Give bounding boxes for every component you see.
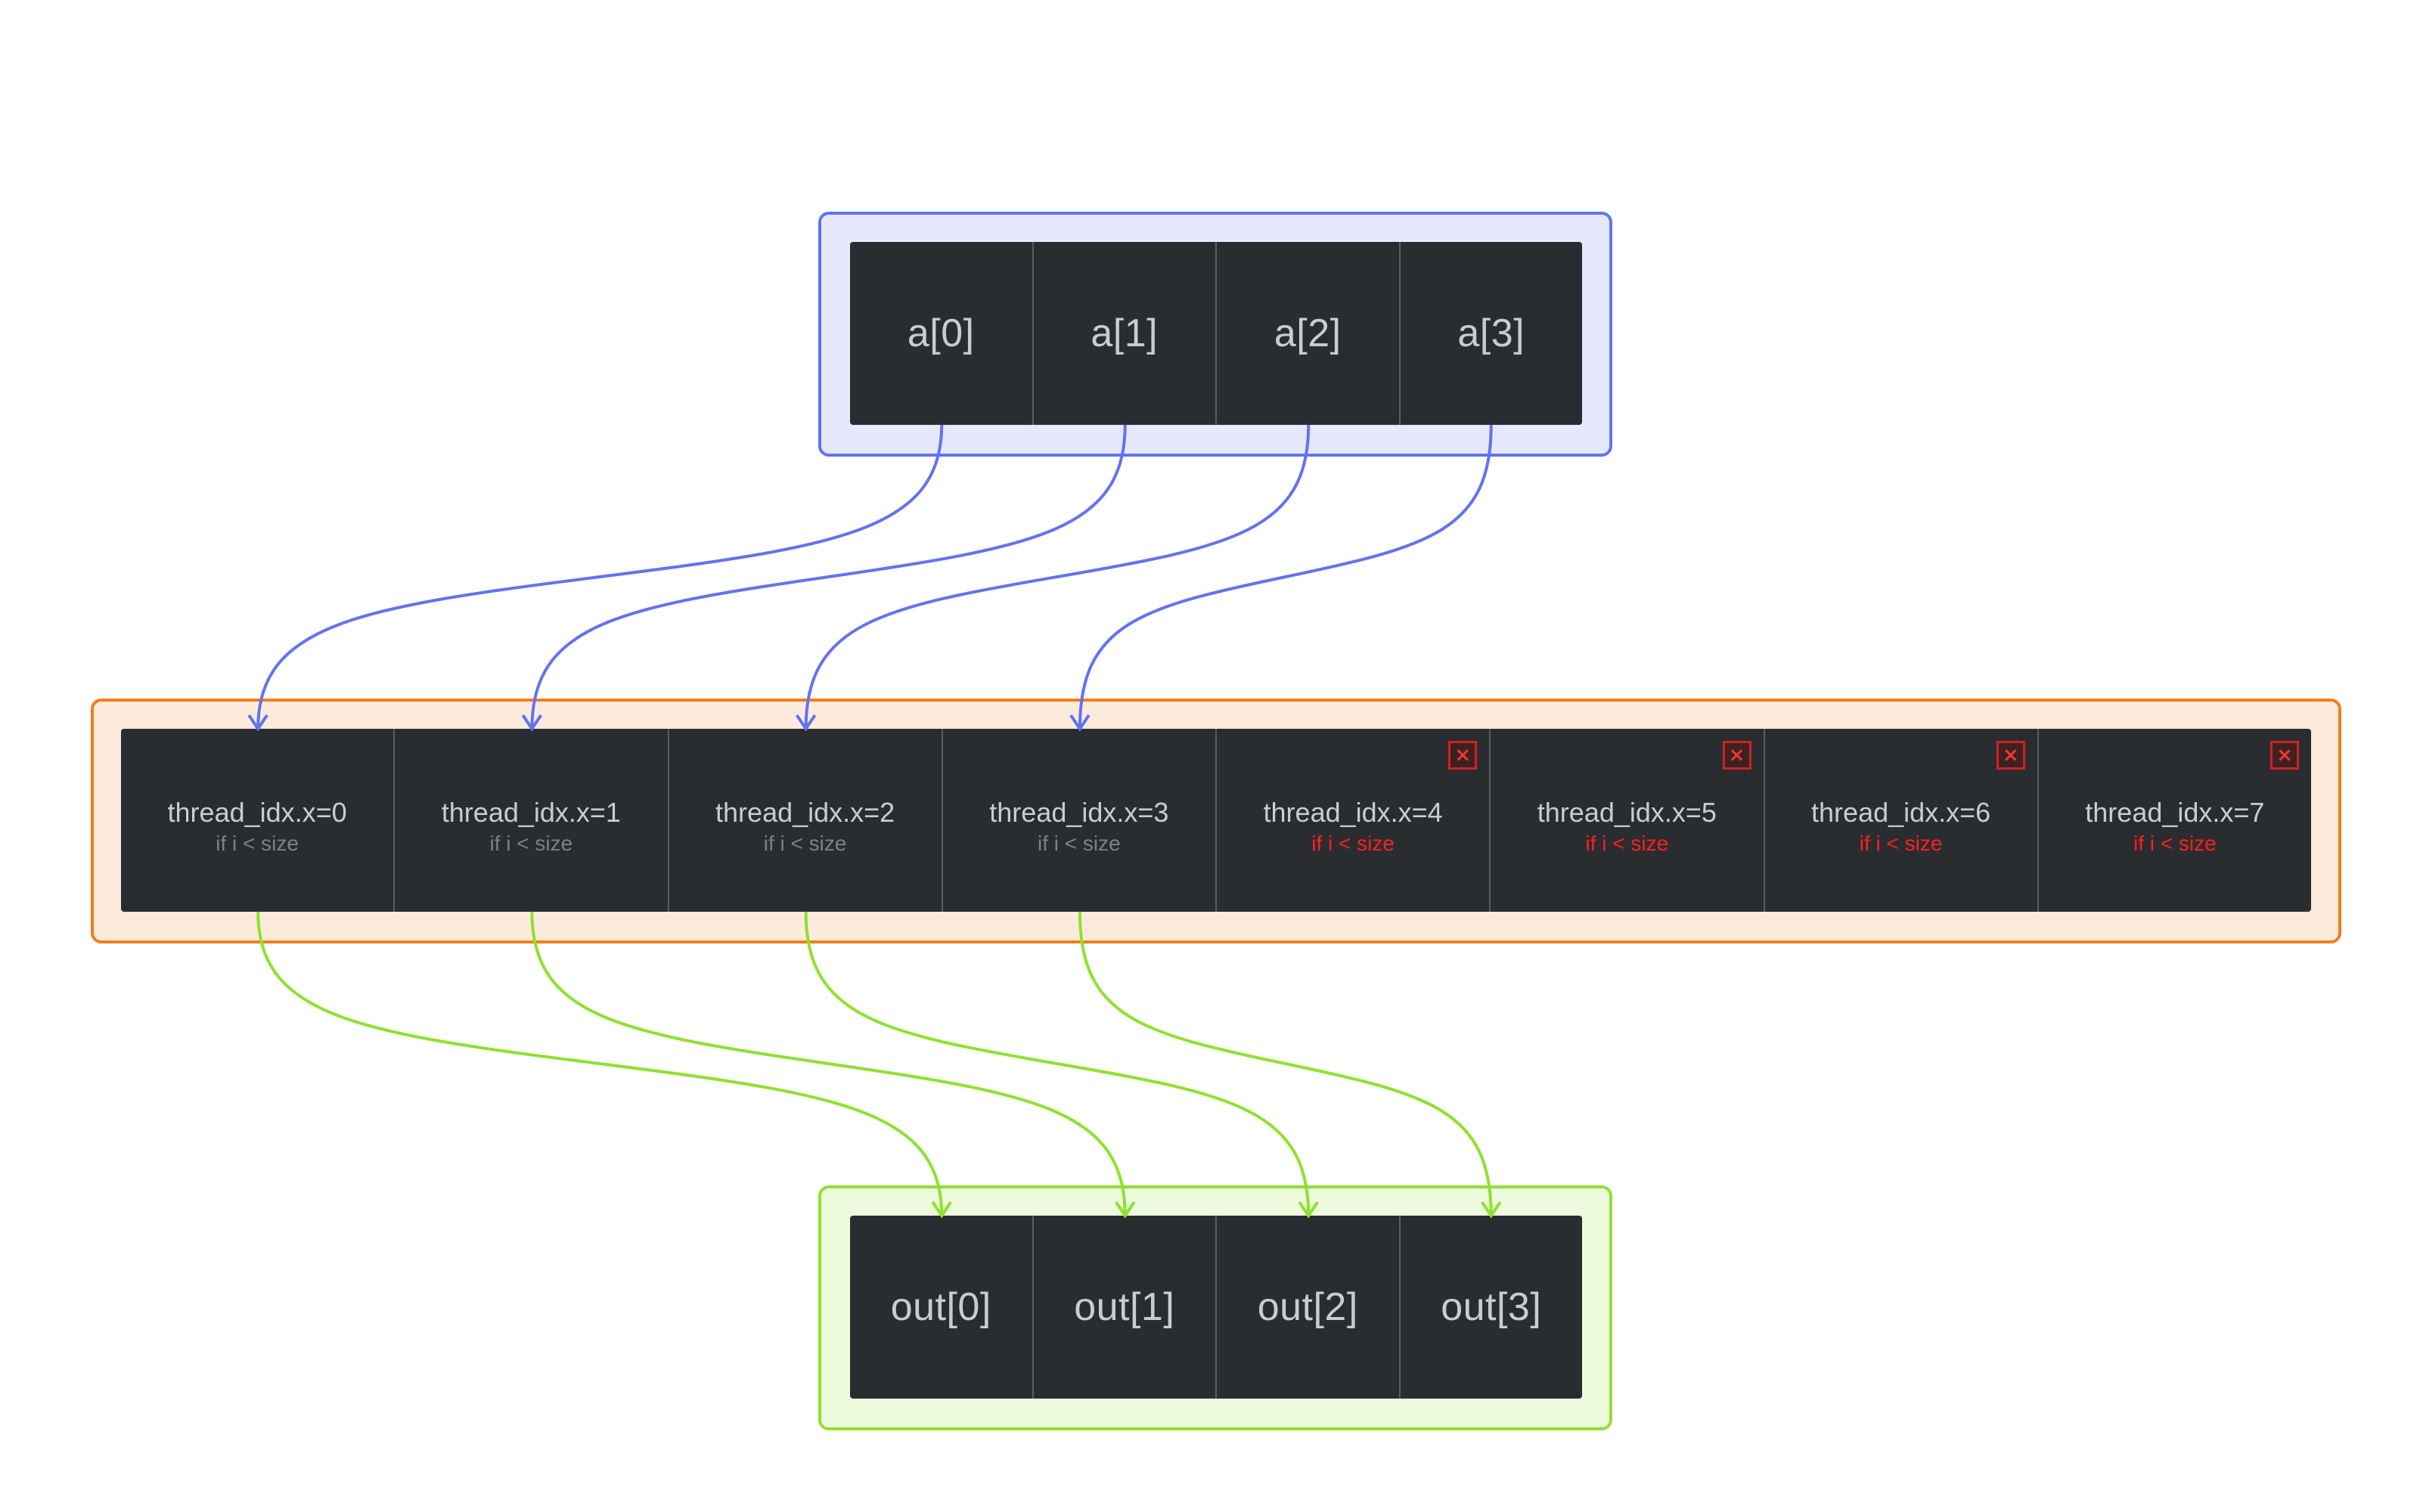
thread-cell-4: × thread_idx.x=4 if i < size [1217, 729, 1491, 912]
thread-cell-0: thread_idx.x=0 if i < size [121, 729, 396, 912]
thread-label: thread_idx.x=6 [1811, 797, 1991, 828]
thread-cell-7: × thread_idx.x=7 if i < size [2039, 729, 2311, 912]
input-to-thread-arrow-1-line [530, 424, 1127, 730]
thread-guard: if i < size [489, 832, 573, 855]
thread-label: thread_idx.x=3 [989, 797, 1169, 828]
output-cell-3: out[3] [1401, 1216, 1583, 1399]
output-cell-label: out[0] [890, 1285, 991, 1329]
output-cell-1: out[1] [1034, 1216, 1217, 1399]
thread-label: thread_idx.x=2 [715, 797, 895, 828]
thread-cell-3: thread_idx.x=3 if i < size [943, 729, 1217, 912]
thread-label: thread_idx.x=0 [167, 797, 347, 828]
input-cell-1: a[1] [1034, 242, 1217, 425]
input-to-thread-arrow-1 [521, 424, 1127, 732]
input-to-thread-arrow-0-line [256, 424, 944, 730]
output-cell-label: out[1] [1074, 1285, 1175, 1329]
thread-label: thread_idx.x=4 [1263, 797, 1443, 828]
thread-to-output-arrow-1-line [530, 911, 1127, 1216]
thread-cell-1: thread_idx.x=1 if i < size [395, 729, 669, 912]
close-icon: × [1722, 741, 1751, 770]
input-cell-label: a[3] [1457, 311, 1525, 355]
input-cell-label: a[2] [1274, 311, 1342, 355]
thread-row: thread_idx.x=0 if i < size thread_idx.x=… [121, 729, 2311, 912]
thread-guard: if i < size [763, 832, 847, 855]
input-to-thread-arrow-3-line [1078, 424, 1493, 730]
close-icon: × [1448, 741, 1478, 770]
output-cell-2: out[2] [1217, 1216, 1401, 1399]
thread-to-output-arrow-2 [804, 911, 1319, 1219]
output-cell-label: out[2] [1257, 1285, 1358, 1329]
close-icon: × [1996, 741, 2025, 770]
thread-to-output-arrow-0 [256, 911, 952, 1219]
output-array: out[0] out[1] out[2] out[3] [850, 1216, 1582, 1399]
thread-to-output-arrow-1 [530, 911, 1136, 1219]
input-cell-2: a[2] [1217, 242, 1401, 425]
output-cell-label: out[3] [1441, 1285, 1542, 1329]
thread-label: thread_idx.x=1 [441, 797, 621, 828]
thread-label: thread_idx.x=5 [1537, 797, 1717, 828]
input-cell-0: a[0] [850, 242, 1034, 425]
thread-label: thread_idx.x=7 [2085, 797, 2265, 828]
input-array: a[0] a[1] a[2] a[3] [850, 242, 1582, 425]
thread-guard: if i < size [216, 832, 299, 855]
input-cell-label: a[0] [907, 311, 975, 355]
input-to-thread-arrow-2 [795, 424, 1311, 732]
close-icon: × [2270, 741, 2299, 770]
thread-guard: if i < size [1585, 832, 1669, 855]
thread-guard: if i < size [1859, 832, 1943, 855]
thread-guard: if i < size [1311, 832, 1395, 855]
thread-guard: if i < size [2133, 832, 2217, 855]
input-cell-label: a[1] [1091, 311, 1159, 355]
thread-cell-6: × thread_idx.x=6 if i < size [1765, 729, 2039, 912]
input-to-thread-arrow-3 [1069, 424, 1493, 732]
thread-guard: if i < size [1038, 832, 1121, 855]
thread-to-output-arrow-3 [1078, 911, 1502, 1219]
input-to-thread-arrow-0 [247, 424, 944, 732]
thread-to-output-arrow-2-line [804, 911, 1311, 1216]
output-cell-0: out[0] [850, 1216, 1034, 1399]
input-to-thread-arrow-2-line [804, 424, 1311, 730]
thread-to-output-arrow-0-line [256, 911, 944, 1216]
thread-to-output-arrow-3-line [1078, 911, 1493, 1216]
input-cell-3: a[3] [1401, 242, 1583, 425]
thread-cell-2: thread_idx.x=2 if i < size [669, 729, 943, 912]
thread-cell-5: × thread_idx.x=5 if i < size [1491, 729, 1765, 912]
